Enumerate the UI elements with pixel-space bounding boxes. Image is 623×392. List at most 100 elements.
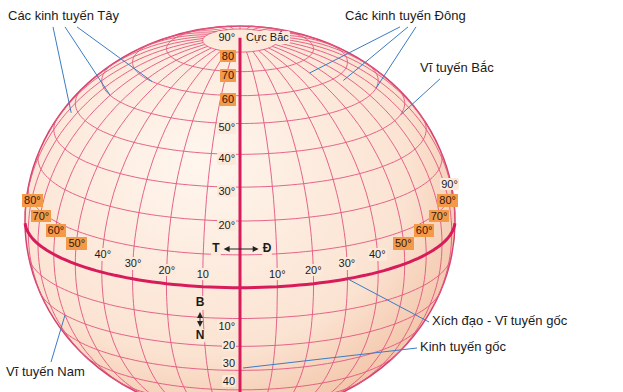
- arrow-head: [253, 246, 259, 252]
- callout-label-holder: Xích đạo - Vĩ tuyến gốc: [432, 311, 567, 329]
- meridian-line: [264, 49, 378, 392]
- direction-letter-holder: T: [211, 238, 220, 256]
- leader-line: [65, 27, 110, 95]
- callout-label-holder: Vĩ tuyến Bắc: [420, 58, 494, 76]
- meridian-line: [272, 46, 426, 386]
- latitude-number-holder: 10°: [217, 316, 236, 334]
- callout-label-holder: Các kinh tuyến Tây: [8, 6, 119, 24]
- callout-label-holder: Vĩ tuyến Nam: [6, 362, 85, 380]
- longitude-number: 60°: [414, 224, 435, 237]
- meridian-line: [275, 45, 442, 361]
- arrow-head: [224, 246, 230, 252]
- longitude-number: 90°: [440, 178, 459, 191]
- latitude-number: 70: [220, 69, 236, 82]
- latitude-number-holder: 50°: [217, 117, 236, 135]
- prime-meridian-line: [239, 38, 242, 392]
- latitude-number-holder: 30°: [217, 181, 236, 199]
- longitude-number-holder: 40°: [93, 244, 112, 262]
- longitude-number-holder: 10: [196, 264, 210, 282]
- direction-letter: Đ: [262, 242, 273, 256]
- meridian-line: [54, 46, 208, 386]
- meridian-line: [269, 48, 405, 392]
- meridian-line: [25, 41, 203, 215]
- longitude-number: 60°: [46, 224, 67, 237]
- callout-label: Vĩ tuyến Bắc: [420, 61, 494, 76]
- longitude-number: 40°: [368, 248, 387, 261]
- latitude-number-holder: 40: [222, 371, 236, 389]
- west-east-arrow: [228, 249, 255, 250]
- callout-label-holder: Kinh tuyến gốc: [420, 337, 506, 355]
- meridian-line: [50, 39, 204, 131]
- arrow-head: [197, 312, 203, 318]
- leader-line: [401, 79, 440, 115]
- latitude-number: 40°: [217, 152, 236, 165]
- longitude-number: 80°: [437, 194, 458, 207]
- longitude-number-holder: 20°: [304, 260, 323, 278]
- meridian-line: [200, 29, 222, 31]
- latitude-number: 10°: [217, 320, 236, 333]
- longitude-number-holder: 60°: [46, 220, 67, 238]
- meridian-line: [247, 52, 278, 392]
- longitude-number-holder: 80°: [437, 190, 458, 208]
- longitude-number-holder: 30°: [124, 253, 143, 271]
- leader-line: [376, 27, 416, 88]
- leader-line: [348, 279, 430, 322]
- leader-line: [53, 27, 71, 113]
- longitude-number: 70°: [429, 210, 450, 223]
- meridian-line: [259, 29, 281, 31]
- direction-letter-holder: N: [195, 325, 206, 343]
- longitude-number-holder: 60°: [414, 220, 435, 238]
- meridian-line: [227, 26, 233, 29]
- latitude-number-holder: 30: [222, 353, 236, 371]
- pole-degree: 90°: [217, 31, 236, 44]
- meridian-line: [277, 39, 431, 131]
- latitude-number-holder: 70: [220, 65, 236, 83]
- longitude-number-holder: 20°: [158, 260, 177, 278]
- longitude-number: 80°: [22, 194, 43, 207]
- equator-and-prime-meridian: [25, 38, 455, 392]
- longitude-number: 10: [196, 268, 210, 281]
- callout-label: Các kinh tuyến Tây: [8, 9, 119, 24]
- longitude-number-holder: 50°: [66, 233, 87, 251]
- longitude-number: 50°: [66, 237, 87, 250]
- longitude-number: 20°: [304, 264, 323, 277]
- arrow-head: [197, 321, 203, 327]
- meridian-line: [240, 26, 241, 29]
- longitude-number: 40°: [93, 248, 112, 261]
- callout-label: Các kinh tuyến Đông: [345, 9, 466, 24]
- leader-line: [51, 315, 65, 362]
- latitude-number: 60: [220, 93, 236, 106]
- callout-label: Kinh tuyến gốc: [420, 340, 506, 355]
- callout-label: Xích đạo - Vĩ tuyến gốc: [432, 314, 567, 329]
- latitude-number: 50°: [217, 121, 236, 134]
- meridian-line: [38, 45, 205, 361]
- longitude-number: 50°: [393, 237, 414, 250]
- globe-sphere: [25, 26, 455, 392]
- latitude-number-holder: 60: [220, 89, 236, 107]
- longitude-number-holder: 10°: [268, 264, 287, 282]
- leader-line: [243, 348, 417, 368]
- latitude-number: 20°: [217, 219, 236, 232]
- leader-line: [77, 27, 152, 82]
- longitude-number: 20°: [158, 264, 177, 277]
- longitude-number: 70°: [31, 210, 52, 223]
- latitude-number: 80: [220, 50, 236, 63]
- longitude-number-holder: 80°: [22, 190, 43, 208]
- callout-label: Vĩ tuyến Nam: [6, 365, 85, 380]
- meridian-line: [277, 43, 452, 307]
- longitude-number-holder: 90°: [440, 174, 459, 192]
- longitude-number-holder: 40°: [368, 244, 387, 262]
- callout-label-holder: Các kinh tuyến Đông: [345, 6, 466, 24]
- longitude-number: 30°: [338, 257, 357, 270]
- meridian-line: [102, 49, 216, 392]
- longitude-number: 30°: [124, 257, 143, 270]
- leader-lines: [51, 27, 440, 368]
- pole-label: Cực Bắc: [245, 31, 290, 44]
- longitude-number-holder: 70°: [429, 206, 450, 224]
- meridian-line: [75, 48, 211, 392]
- latitude-number-holder: 40°: [217, 148, 236, 166]
- latitude-number-holder: 20: [222, 335, 236, 353]
- pole-degree-holder: 90°: [217, 27, 236, 45]
